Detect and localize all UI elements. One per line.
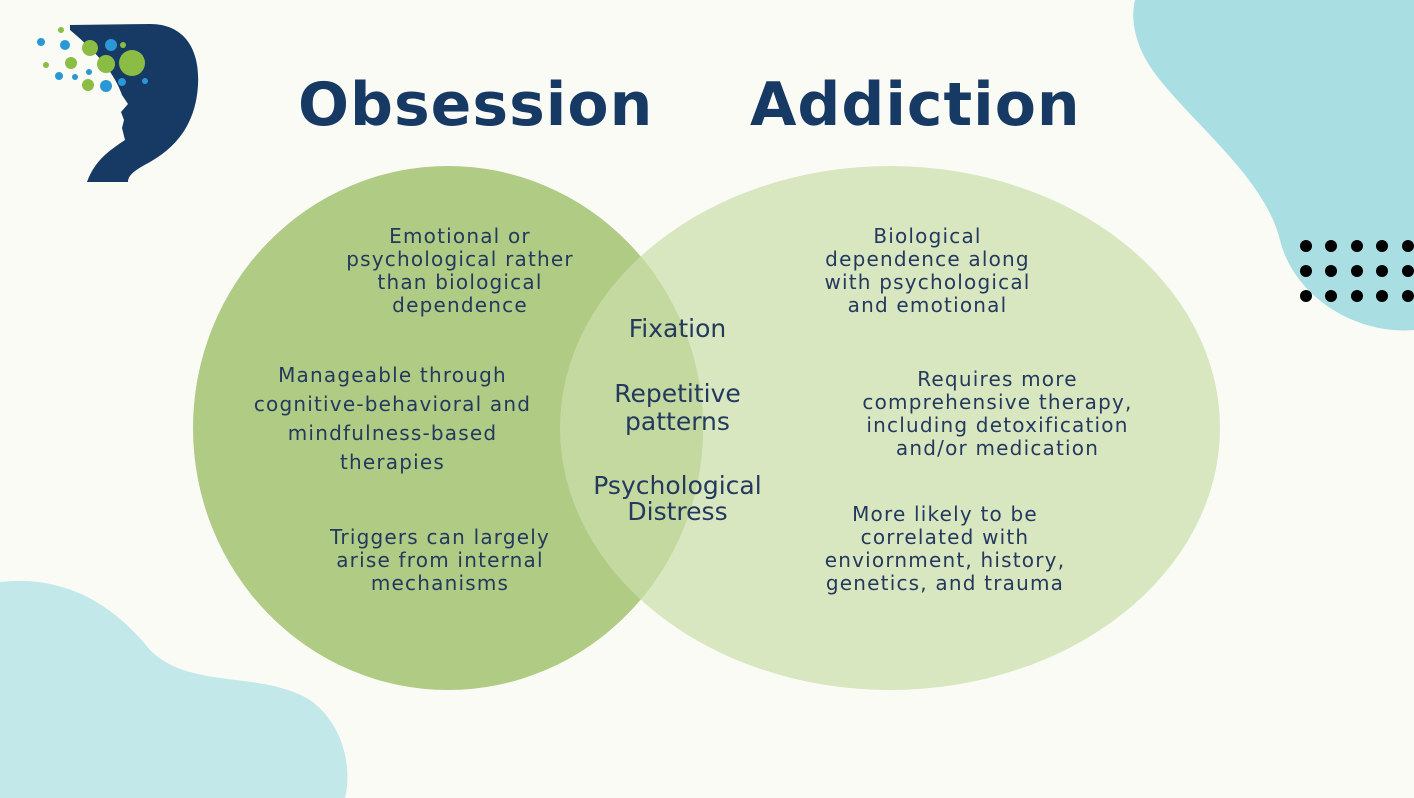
obsession-point-3: Triggers can largely arise from internal…	[329, 525, 551, 595]
overlap-psychological-distress: Psychological Distress	[593, 471, 762, 526]
addiction-title: Addiction	[750, 70, 1081, 140]
obsession-circle	[193, 166, 703, 690]
obsession-title: Obsession	[298, 70, 654, 140]
logo-head-icon	[37, 24, 199, 182]
overlap-repetitive-patterns: Repetitive patterns	[614, 379, 741, 436]
addiction-point-1: Biological dependence along with psychol…	[824, 224, 1031, 317]
blob-bottom-left	[0, 580, 348, 798]
addiction-point-3: More likely to be correlated with envior…	[824, 502, 1066, 595]
blob-top-right	[1133, 0, 1414, 331]
obsession-point-1: Emotional or psychological rather than b…	[346, 224, 574, 317]
overlap-fixation: Fixation	[628, 314, 727, 343]
addiction-circle	[560, 166, 1220, 690]
dot-grid-decoration	[1300, 240, 1414, 302]
obsession-point-2: Manageable through cognitive-behavioral …	[253, 363, 532, 474]
addiction-point-2: Requires more comprehensive therapy, inc…	[862, 367, 1133, 460]
